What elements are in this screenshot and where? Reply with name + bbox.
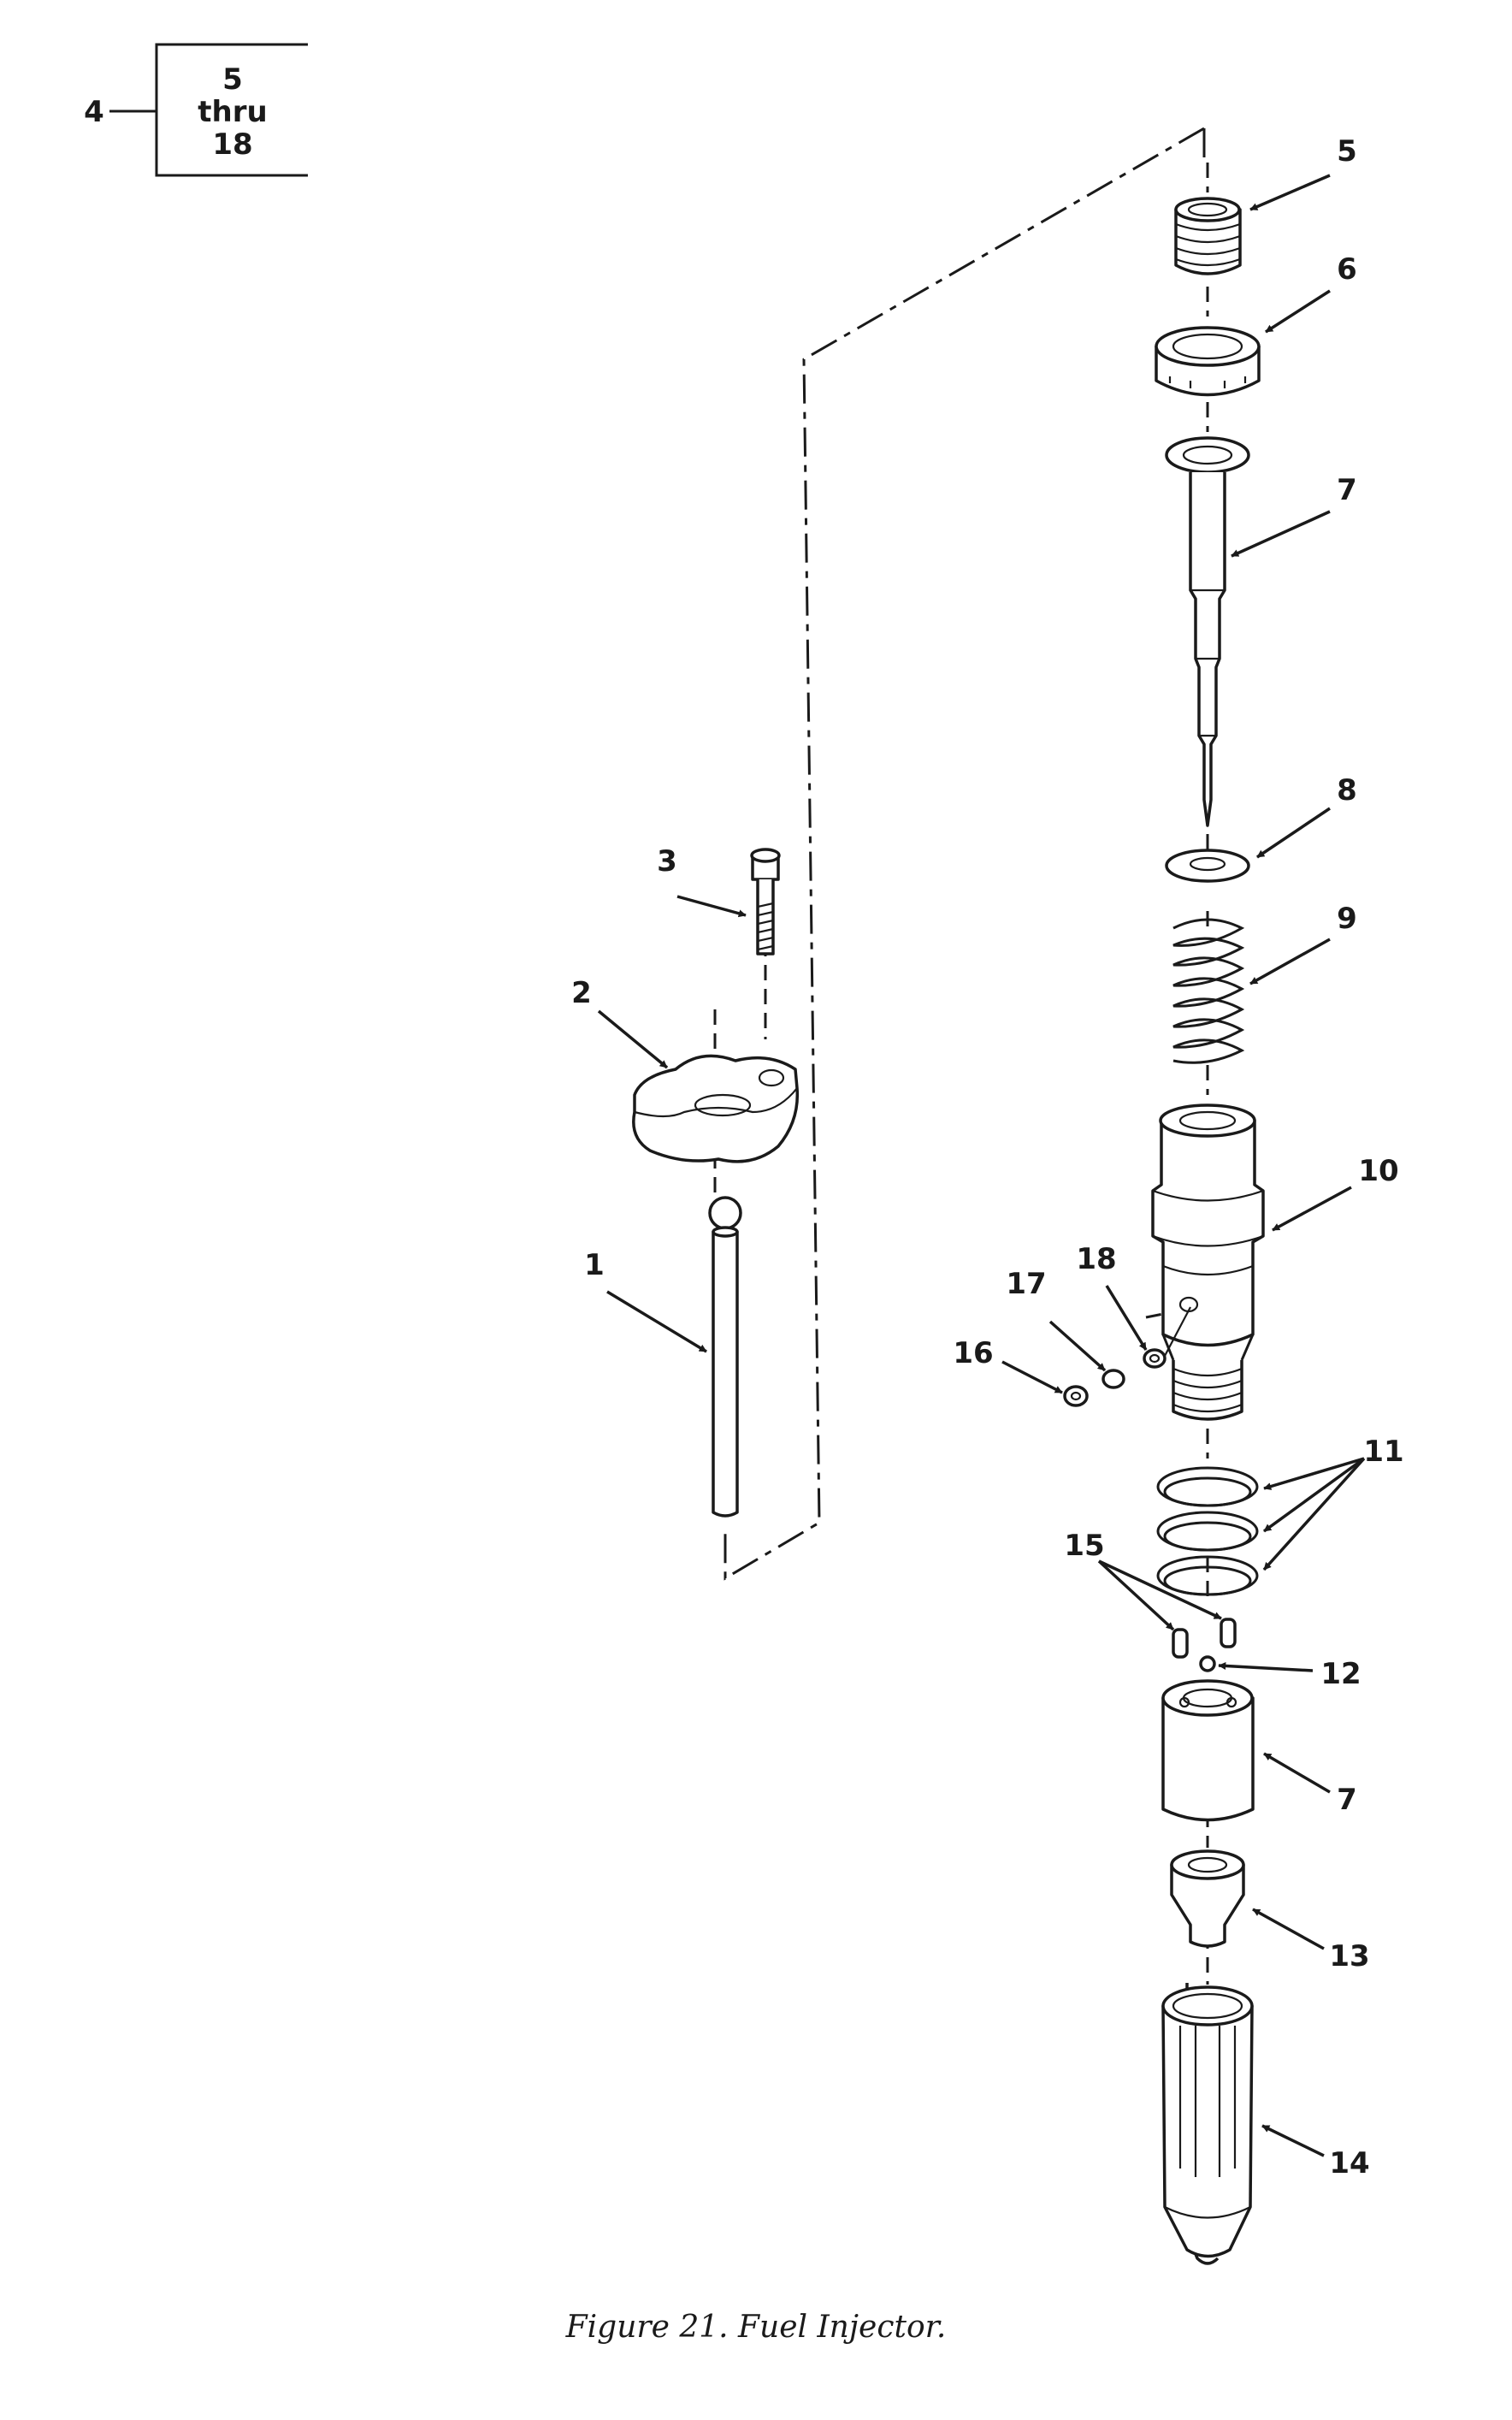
part-5-threaded-plug: [1174, 197, 1242, 275]
part-13-nozzle: [1170, 1849, 1245, 1948]
callout-15: 15: [1064, 1529, 1104, 1563]
phantom-grouping-line: [724, 127, 1206, 1581]
callout-14: 14: [1329, 2146, 1369, 2180]
callout-6: 6: [1337, 252, 1357, 287]
callout-7-plunger: 7: [1337, 473, 1357, 507]
index-callout: 4: [84, 95, 104, 129]
leader-lines: [597, 174, 1366, 2157]
callout-5: 5: [1337, 134, 1357, 169]
callout-labels: 5 6 7 8 9 10 11 12 7 13 14 15 16 17 18 3…: [571, 134, 1404, 2180]
part-18-washer: [1143, 1348, 1166, 1369]
callout-8: 8: [1337, 773, 1357, 808]
callout-17: 17: [1006, 1267, 1046, 1301]
index-box: 4 5 thru 18: [84, 43, 308, 177]
callout-9: 9: [1337, 902, 1357, 936]
callout-13: 13: [1329, 1939, 1369, 1973]
part-10-injector-body: [1151, 1103, 1265, 1421]
part-7-housing: [1161, 1679, 1255, 1822]
callout-12: 12: [1320, 1657, 1361, 1691]
callout-2: 2: [571, 976, 592, 1010]
part-9-spring: [1172, 918, 1245, 1064]
part-15-dowel-pins: [1172, 1618, 1237, 1659]
part-2-clamp: [632, 1054, 800, 1163]
index-range-start: 5: [222, 62, 243, 97]
part-1-rod: [708, 1196, 742, 1518]
part-3-bolt: [750, 848, 781, 956]
callout-3: 3: [657, 844, 677, 879]
part-12-check-ball: [1199, 1655, 1216, 1672]
part-11-o-rings: [1156, 1466, 1259, 1596]
callout-16: 16: [953, 1336, 993, 1370]
callout-1: 1: [584, 1248, 605, 1282]
index-range-thru: thru: [198, 95, 267, 129]
part-17-ball: [1102, 1369, 1125, 1389]
part-7-plunger: [1165, 436, 1250, 827]
figure-caption: Figure 21. Fuel Injector.: [565, 2310, 947, 2345]
callout-11: 11: [1363, 1435, 1403, 1469]
part-8-washer: [1165, 849, 1250, 883]
part-14-cap-nut: [1161, 1983, 1254, 2265]
callout-18: 18: [1076, 1242, 1116, 1276]
part-16-washer: [1063, 1385, 1089, 1407]
part-6-retaining-nut: [1155, 326, 1261, 397]
callout-7-housing: 7: [1337, 1783, 1357, 1817]
index-range-end: 18: [212, 127, 252, 162]
callout-10: 10: [1358, 1154, 1398, 1188]
